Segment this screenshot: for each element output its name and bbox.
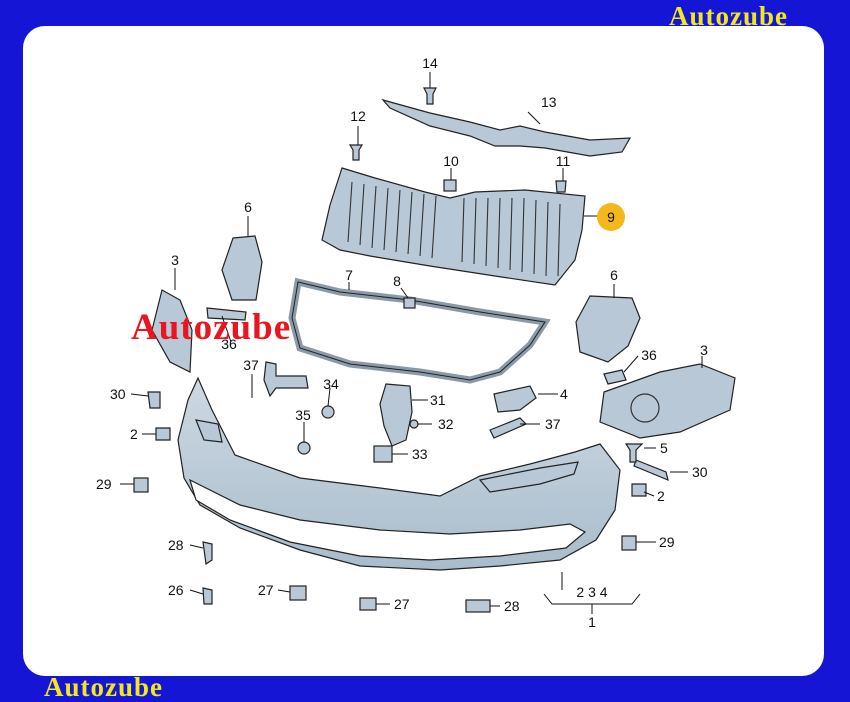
screw-12 [348,144,364,161]
label-28-left: 28 [168,537,184,553]
top-trim-bar [381,98,632,157]
part-36-right [603,369,627,385]
label-3-right: 3 [700,342,708,358]
label-6-right: 6 [610,267,618,283]
bracket-31 [379,383,413,447]
label-group-234: 2 3 4 [576,584,607,600]
screw-32 [409,419,419,429]
label-30-left: 30 [110,386,126,402]
clip-27-top [289,585,307,601]
bumper-lower-opening [189,478,587,561]
part-36-left [206,307,247,321]
bracket-3-right [599,363,736,439]
label-29-right: 29 [659,534,675,550]
label-14: 14 [422,55,438,71]
label-27-top: 27 [258,582,274,598]
label-5: 5 [660,440,668,456]
fog-lamp-cover-4 [493,385,537,413]
clip-30-left [147,391,161,409]
part-37-left [263,361,309,398]
sensor-30-right [633,459,669,482]
clip-27-bottom [359,597,377,611]
bracket-26 [202,587,213,605]
label-13: 13 [541,94,557,110]
screw-5 [624,443,644,463]
label-27-bottom: 27 [394,596,410,612]
label-31: 31 [430,392,446,408]
label-10: 10 [443,153,459,169]
brand-logo-top: Autozube [668,1,788,31]
label-36-left: 36 [221,336,237,352]
cap-33 [373,445,393,463]
label-8: 8 [393,273,401,289]
bracket-6-right [575,295,641,363]
bumper-fog-right [478,461,579,493]
bracket-6-left [221,235,263,301]
clip-29-right [621,535,637,551]
label-36-right: 36 [641,347,657,363]
label-26: 26 [168,582,184,598]
label-3-left: 3 [171,252,179,268]
label-28-right: 28 [504,598,520,614]
watermark: Autozube [131,307,292,348]
clip-14 [423,87,437,105]
label-30-right: 30 [692,464,708,480]
clip-8 [403,297,416,309]
clip-2-left [155,427,171,441]
clip-29-left [133,477,149,493]
label-37-right: 37 [545,416,561,432]
fog-lamp-mount-ring [630,393,660,423]
label-12: 12 [350,108,366,124]
bumper-fog-left [195,419,223,443]
bracket-3-left [151,289,193,373]
label-2-left: 2 [130,426,138,442]
label-6-left: 6 [244,199,252,215]
highlight-badge-9 [597,203,625,231]
bracket-28-left [202,541,213,566]
label-29-left: 29 [96,476,112,492]
label-33: 33 [412,446,428,462]
bracket-28-right [465,599,491,613]
label-34: 34 [323,376,339,392]
brand-logo-bottom: Autozube [44,672,164,702]
clip-34 [321,405,335,419]
clip-10 [443,179,457,192]
label-37-left: 37 [243,357,259,373]
clip-35 [297,441,311,455]
label-11: 11 [556,153,571,169]
label-35: 35 [295,407,311,423]
clip-2-right [631,483,647,497]
grille-slats [347,181,561,277]
label-4: 4 [560,386,568,402]
label-1: 1 [588,614,596,630]
label-9: 9 [607,209,615,225]
label-2-right: 2 [657,488,665,504]
clip-11 [555,180,567,193]
part-37-right [489,417,528,439]
label-7: 7 [345,267,353,283]
label-32: 32 [438,416,454,432]
